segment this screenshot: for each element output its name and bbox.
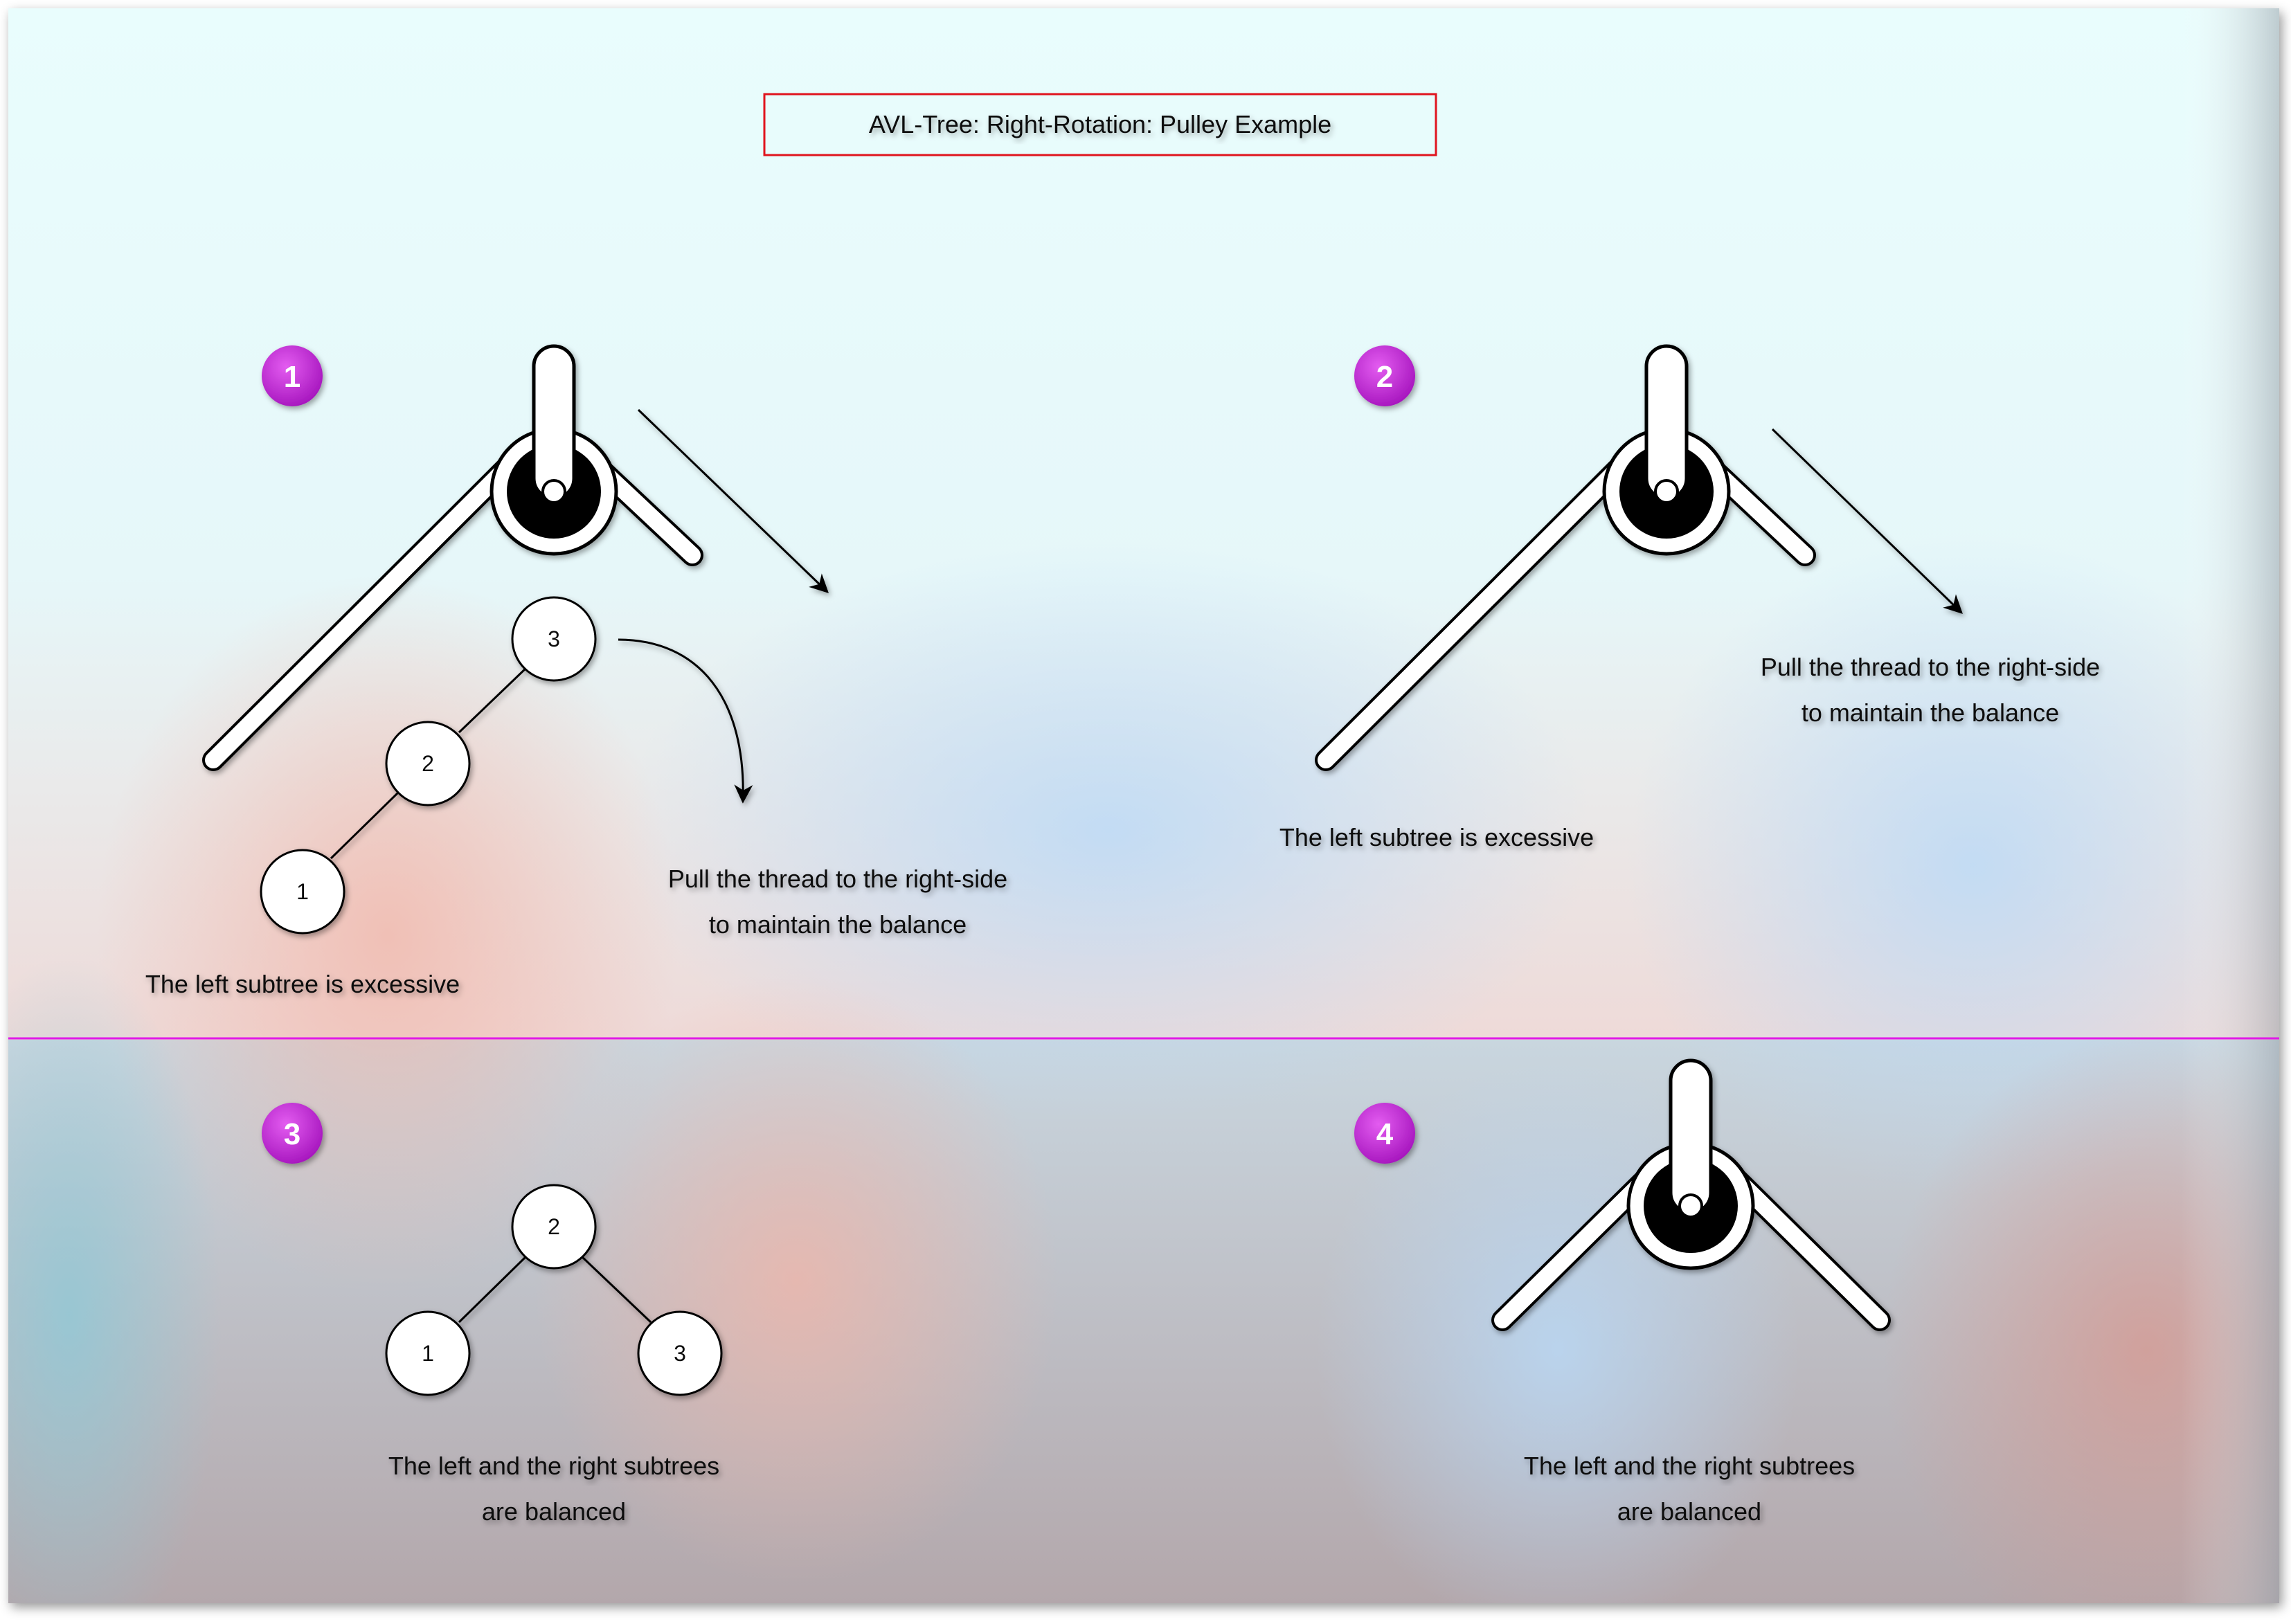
caption-pull-line-1: Pull the thread to the right-side (1761, 653, 2100, 681)
tree-balanced: 2 1 3 (385, 1184, 723, 1396)
panel-2: 2 Pull the thread to the right-side to m… (1279, 344, 2100, 851)
panel-4: 4 The left and the right subtrees are ba… (1354, 1058, 1891, 1526)
step-badge-1: 1 (262, 345, 323, 406)
title-box: AVL-Tree: Right-Rotation: Pulley Example (763, 93, 1437, 156)
step-badge-4: 4 (1354, 1103, 1415, 1164)
tree-node: 3 (511, 596, 597, 682)
caption-pull-line-1: Pull the thread to the right-side (668, 865, 1007, 893)
page-background (8, 8, 2279, 1603)
caption-balanced-line-2: are balanced (482, 1497, 626, 1526)
tree-node: 1 (385, 1310, 471, 1396)
diagram-title: AVL-Tree: Right-Rotation: Pulley Example (869, 110, 1331, 138)
pull-arrow (637, 408, 829, 593)
rotation-arrow (618, 638, 753, 804)
tree-node: 1 (260, 849, 345, 935)
svg-text:2: 2 (548, 1214, 560, 1239)
step-badge-2: 2 (1354, 345, 1415, 406)
svg-text:3: 3 (674, 1341, 686, 1366)
caption-balanced-line-2: are balanced (1617, 1497, 1761, 1526)
pulley-icon (202, 344, 703, 771)
caption-balanced-line-1: The left and the right subtrees (388, 1452, 719, 1480)
caption-pull-line-2: to maintain the balance (1802, 698, 2059, 727)
tree-node: 3 (637, 1310, 723, 1396)
pull-arrow (1771, 428, 1963, 614)
svg-text:2: 2 (1376, 360, 1393, 394)
svg-text:3: 3 (284, 1117, 300, 1151)
caption-tree: The left subtree is excessive (1279, 823, 1594, 851)
step-badge-3: 3 (262, 1103, 323, 1164)
tree-node: 2 (511, 1184, 597, 1270)
caption-pull-line-2: to maintain the balance (709, 910, 967, 939)
svg-text:3: 3 (548, 626, 560, 651)
svg-text:1: 1 (296, 879, 309, 904)
svg-text:2: 2 (422, 751, 434, 776)
svg-text:1: 1 (422, 1341, 434, 1366)
caption-balanced-line-1: The left and the right subtrees (1524, 1452, 1855, 1480)
panel-1: 1 3 2 (145, 344, 1007, 998)
pulley-icon (1491, 1058, 1891, 1331)
tree-left-heavy: 3 2 1 (260, 596, 597, 935)
caption-tree: The left subtree is excessive (145, 970, 460, 998)
pulley-icon (1315, 344, 1816, 771)
svg-text:1: 1 (284, 360, 300, 394)
svg-text:4: 4 (1376, 1117, 1394, 1151)
panel-3: 3 2 1 3 The left and the right subtrees … (262, 1103, 723, 1526)
tree-node: 2 (385, 721, 471, 806)
